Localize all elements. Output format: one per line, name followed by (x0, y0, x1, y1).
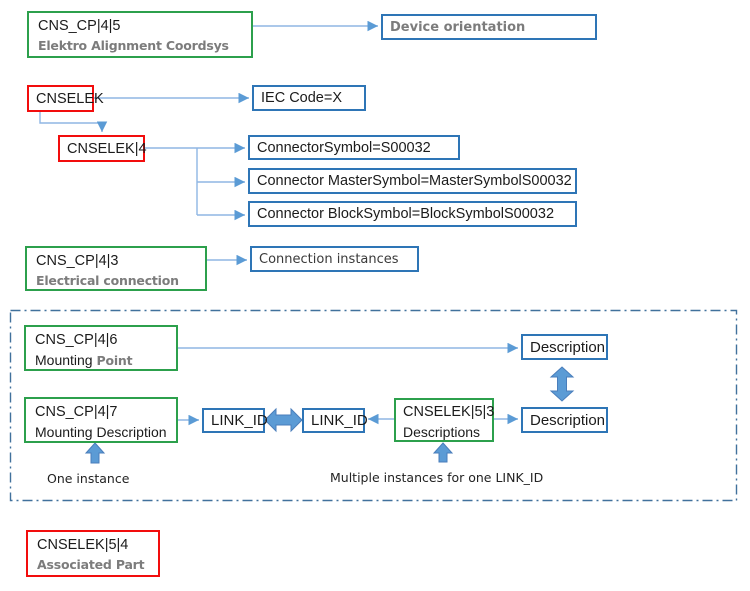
node-label: Description (530, 338, 606, 356)
node-cns-cp-4-5: CNS_CP|4|5 Elektro Alignment Coordsys (27, 11, 253, 58)
node-label: Connector BlockSymbol=BlockSymbolS00032 (257, 206, 555, 222)
node-code: CNSELEK (36, 90, 104, 107)
node-label: Description (530, 411, 606, 429)
node-cns-cp-4-3: CNS_CP|4|3 Electrical connection (25, 246, 207, 291)
node-label: LINK_ID (311, 412, 368, 429)
node-connector-symbol: ConnectorSymbol=S00032 (248, 135, 460, 160)
annotation-multiple-instances: Multiple instances for one LINK_ID (330, 470, 544, 485)
connector-cnselek-to-cnselek4 (39, 112, 108, 132)
up-arrow-multiple-instances-icon (432, 442, 454, 463)
node-cnselek-5-3: CNSELEK|5|3 Descriptions (394, 398, 494, 442)
double-arrow-descriptions-icon (549, 366, 575, 402)
node-subtitle: Elektro Alignment Coordsys (38, 38, 229, 53)
node-code: CNS_CP|4|5 (38, 18, 121, 34)
node-label: IEC Code=X (261, 90, 343, 106)
node-code: CNSELEK|5|4 (37, 537, 129, 553)
node-label: Connector MasterSymbol=MasterSymbolS0003… (257, 173, 572, 189)
node-label: Connection instances (259, 251, 399, 267)
node-code: CNS_CP|4|6 (35, 332, 118, 348)
node-label: LINK_ID (211, 412, 268, 429)
node-cns-cp-4-6: CNS_CP|4|6 Mounting Point (24, 325, 178, 371)
node-label: ConnectorSymbol=S00032 (257, 139, 431, 156)
node-cns-cp-4-7: CNS_CP|4|7 Mounting Description (24, 397, 178, 443)
double-arrow-linkid-icon (264, 407, 303, 433)
node-code: CNS_CP|4|7 (35, 404, 118, 420)
node-cnselek: CNSELEK (27, 85, 104, 112)
node-description-top: Description (521, 334, 608, 360)
node-device-orientation: Device orientation (381, 14, 597, 40)
node-subtitle: Associated Part (37, 557, 145, 572)
node-iec-code: IEC Code=X (252, 85, 366, 111)
node-code: CNSELEK|5|3 (403, 404, 495, 420)
node-connector-block-symbol: Connector BlockSymbol=BlockSymbolS00032 (248, 201, 577, 227)
up-arrow-one-instance-icon (84, 442, 106, 464)
node-subtitle: Descriptions (403, 424, 481, 440)
node-connection-instances: Connection instances (250, 246, 419, 272)
node-description-bottom: Description (521, 407, 608, 433)
node-link-id-left: LINK_ID (202, 408, 268, 433)
node-link-id-right: LINK_ID (302, 408, 368, 433)
node-cnselek-4: CNSELEK|4 (58, 135, 147, 162)
node-code: CNSELEK|4 (67, 140, 147, 157)
node-label: Device orientation (390, 19, 526, 35)
node-connector-master-symbol: Connector MasterSymbol=MasterSymbolS0003… (248, 168, 577, 194)
mounting-group-container (9, 309, 738, 502)
node-cnselek-5-4: CNSELEK|5|4 Associated Part (26, 530, 160, 577)
node-subtitle: Mounting Description (35, 424, 167, 440)
annotation-one-instance: One instance (47, 471, 130, 486)
node-subtitle: Electrical connection (36, 273, 179, 288)
node-code: CNS_CP|4|3 (36, 253, 119, 269)
node-subtitle: Mounting Point (35, 352, 133, 368)
